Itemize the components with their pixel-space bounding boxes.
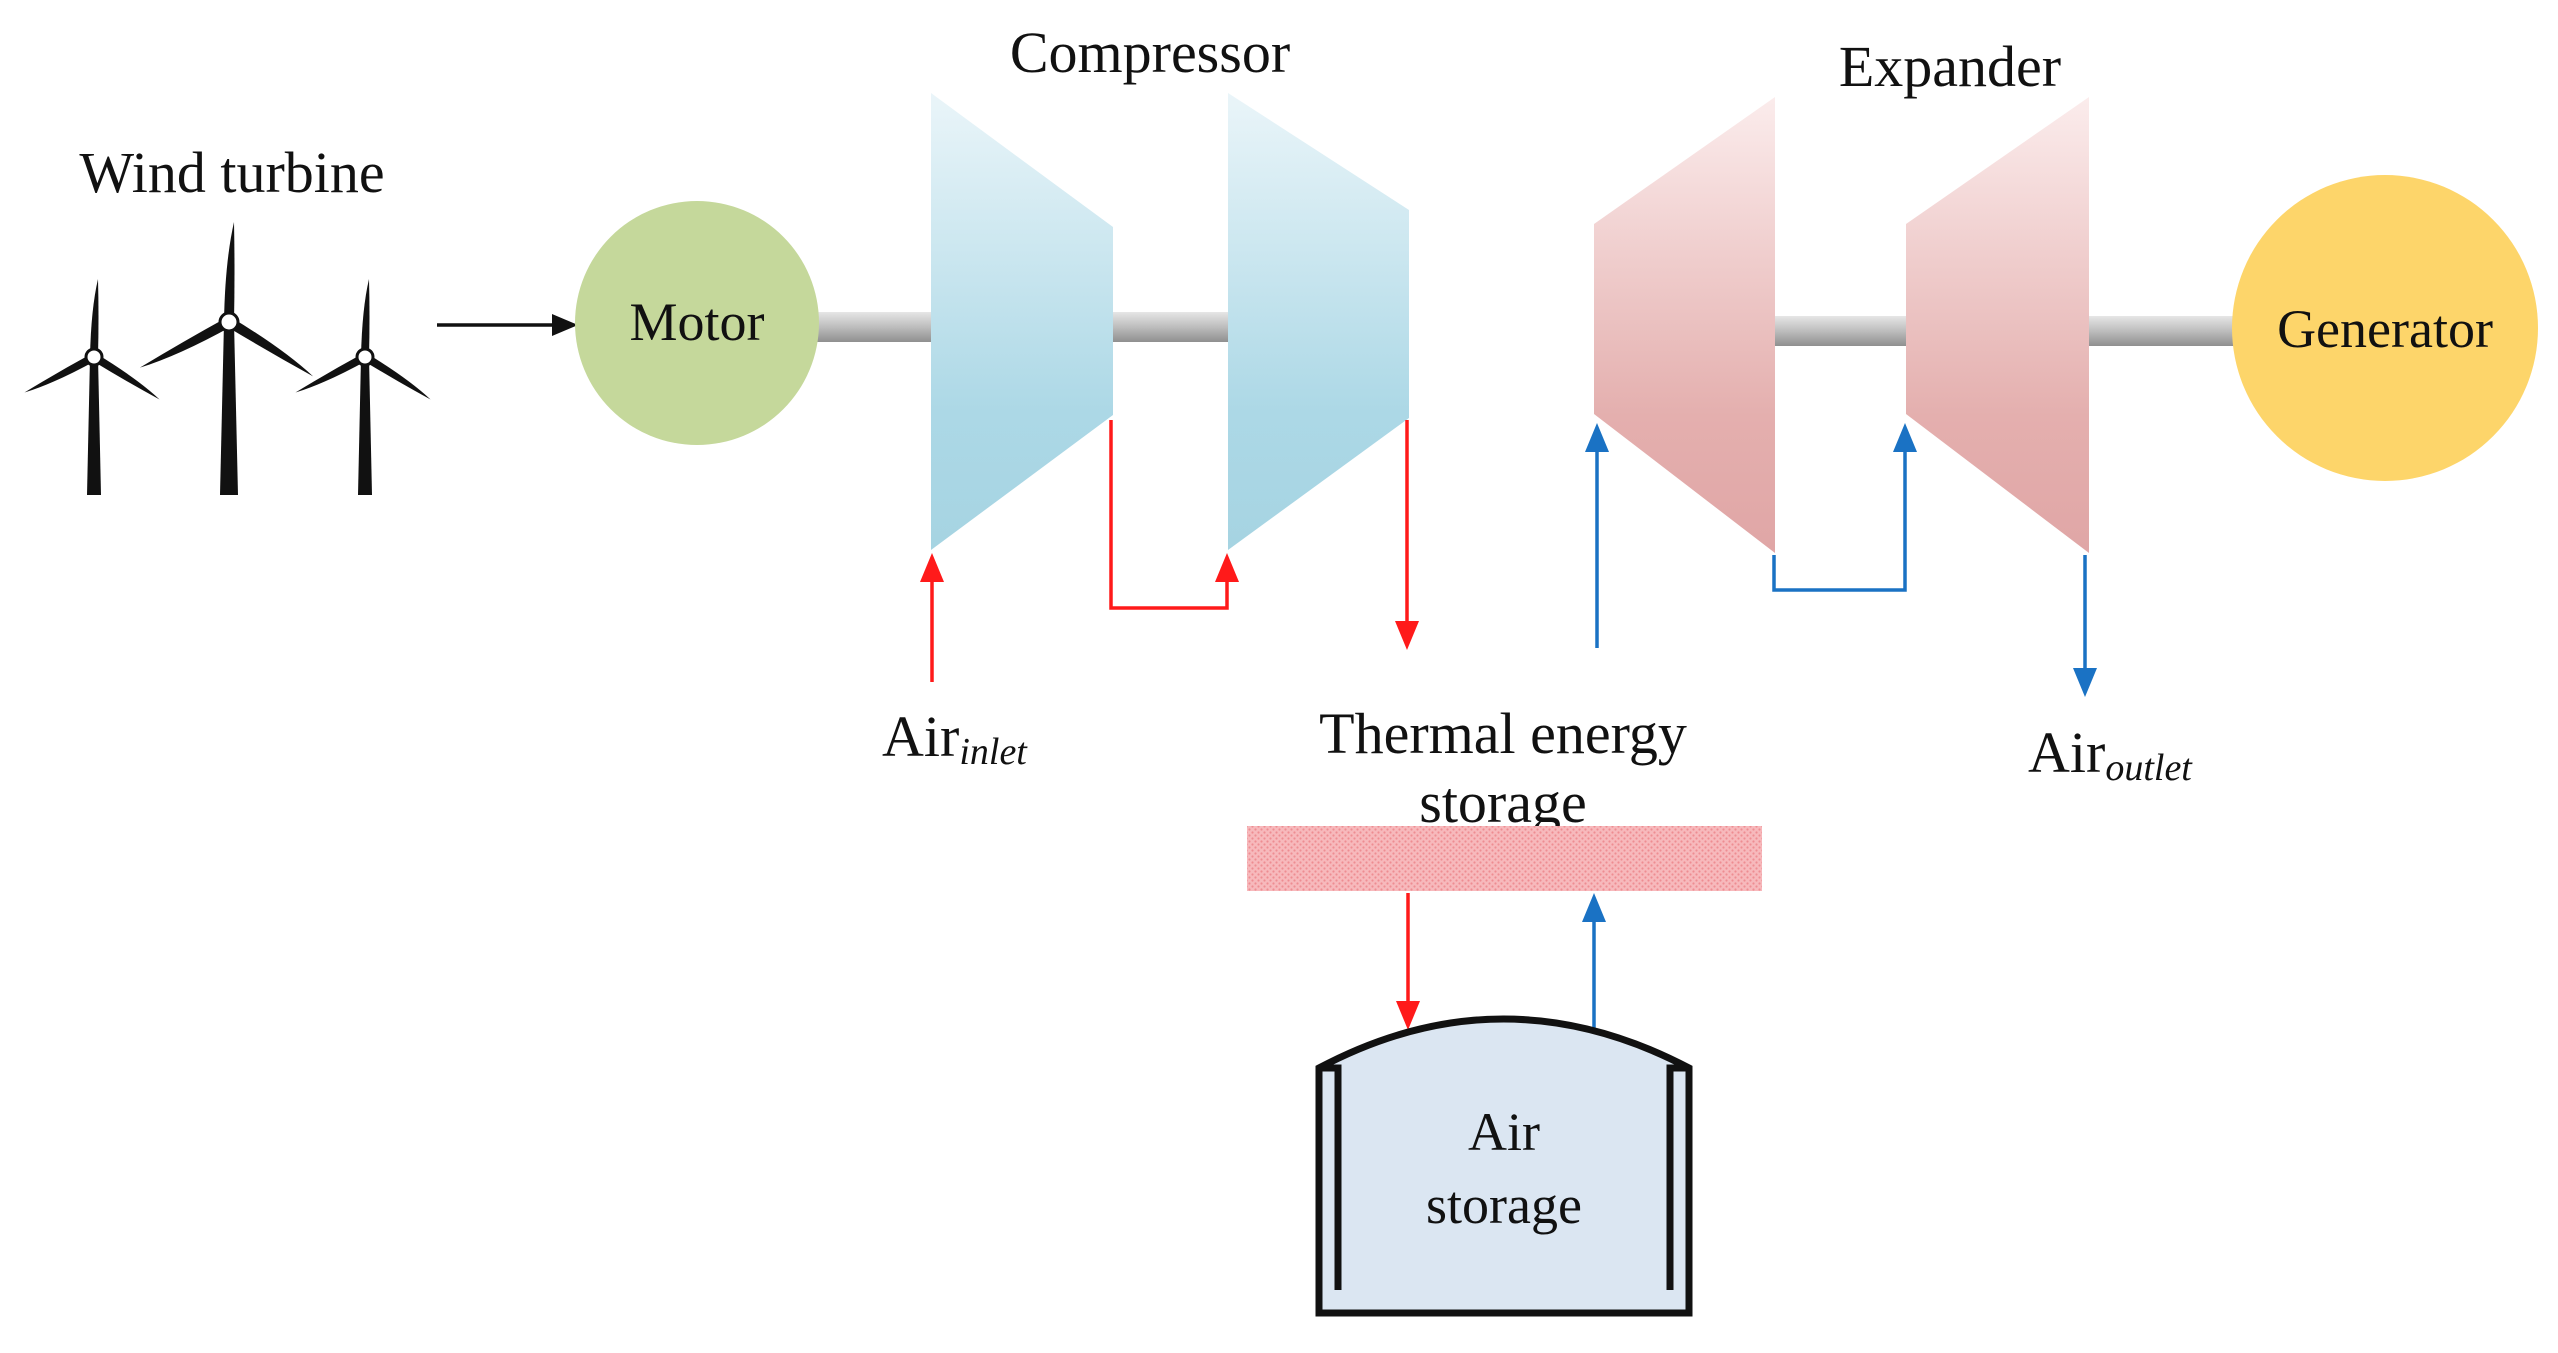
expander-stage-1 <box>1594 97 1775 553</box>
air-storage-label-line2: storage <box>1426 1175 1582 1235</box>
air-storage-vessel <box>1315 1015 1693 1317</box>
thermal-storage-band <box>1247 826 1762 891</box>
air-outlet-sub: outlet <box>2105 747 2193 789</box>
air-inlet-sub: inlet <box>959 731 1028 773</box>
motor-label: Motor <box>630 292 765 352</box>
shaft-expander-generator <box>2083 316 2235 346</box>
air-outlet-main: Air <box>2028 720 2105 785</box>
cold-air-arrowheads <box>1582 423 2097 922</box>
generator-circle <box>2232 175 2538 481</box>
hot-air-flow <box>930 420 1410 1005</box>
air-inlet-main: Air <box>882 704 959 769</box>
wind-turbine-left <box>24 279 160 495</box>
compressor-label: Compressor <box>1010 20 1290 85</box>
generator-label: Generator <box>2277 299 2493 359</box>
cold-air-flow <box>1592 445 2087 1030</box>
compressor-stage-1 <box>931 93 1113 550</box>
air-outlet-label: Airoutlet <box>2028 720 2193 789</box>
wind-turbine-label: Wind turbine <box>79 140 384 205</box>
air-inlet-label: Airinlet <box>882 704 1028 773</box>
wind-turbine-right <box>295 279 431 495</box>
compressor-stage-2 <box>1228 93 1409 550</box>
thermal-storage-label-line2: storage <box>1419 770 1587 835</box>
air-storage-label-line1: Air <box>1468 1102 1540 1162</box>
power-arrow <box>437 314 578 336</box>
thermal-storage-label-line1: Thermal energy <box>1319 701 1687 766</box>
motor-circle <box>575 201 819 445</box>
expander-label: Expander <box>1839 34 2061 99</box>
hot-air-arrowheads <box>920 553 1420 1030</box>
wind-turbine-middle <box>139 222 314 495</box>
wind-turbine-icon <box>24 222 431 495</box>
expander-stage-2 <box>1906 97 2089 553</box>
